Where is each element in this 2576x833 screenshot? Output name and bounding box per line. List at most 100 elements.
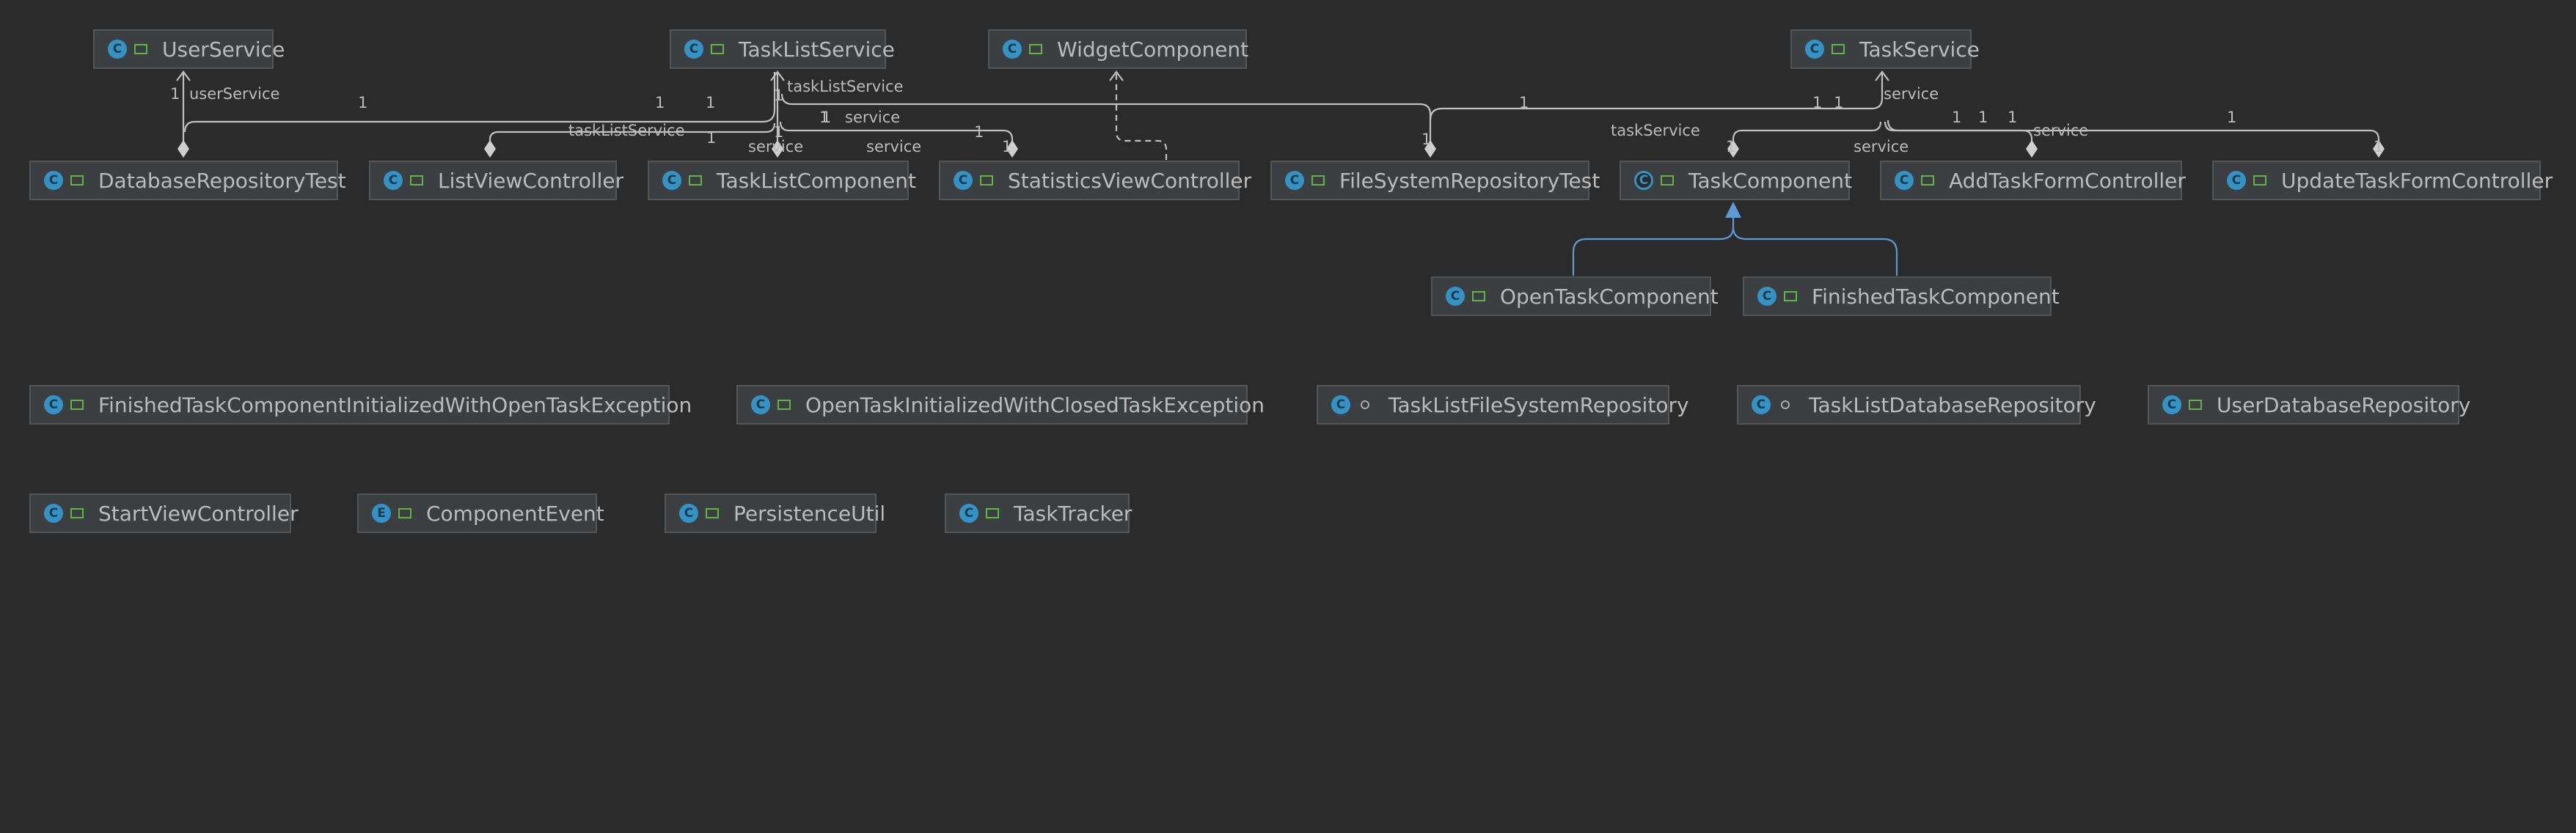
class-name: WidgetComponent [1057,37,1249,62]
edge-databaserepositorytest-tasklistservice[interactable] [183,72,776,133]
open-arrowhead[interactable] [1109,70,1124,81]
class-icon: C [1752,395,1771,414]
public-lock-icon [1832,44,1845,54]
multiplicity-label: 1 [1812,94,1823,111]
class-icon: C [1446,287,1465,306]
edge-updatetaskformcontroller-taskservice[interactable] [1887,120,2380,148]
class-name: UserService [162,37,285,62]
class-name: TaskListService [739,37,895,62]
class-node-task-list-service[interactable]: C TaskListService [670,29,895,69]
class-icon: C [108,40,127,59]
multiplicity-label: 1 [1726,138,1736,155]
package-private-icon [1361,400,1369,409]
class-node-task-list-file-system-repository[interactable]: C TaskListFileSystemRepository [1317,385,1689,425]
role-label: service [2033,122,2089,139]
public-lock-icon [706,508,719,518]
edge-finishedtaskcomponent-taskcomponent[interactable] [1732,227,1898,276]
open-arrowhead[interactable] [1875,70,1889,81]
public-lock-icon [1029,44,1042,54]
composition-diamond [1727,140,1739,158]
class-name: OpenTaskComponent [1500,284,1719,309]
multiplicity-label: 1 [1978,109,1988,126]
composition-diamond [484,140,496,158]
composition-diamond [1006,140,1018,158]
class-name: FinishedTaskComponent [1812,284,2060,309]
edge-statisticsviewcontroller-widgetcomponent[interactable] [1115,73,1168,160]
open-arrowhead[interactable] [770,70,785,81]
role-label: userService [189,85,280,103]
public-lock-icon [777,400,791,410]
class-node-finished-task-component[interactable]: C FinishedTaskComponent [1743,276,2060,316]
class-icon: C [1757,287,1777,306]
composition-diamond [1424,140,1436,158]
edge-filesystemrepositorytest-tasklistservice[interactable] [780,93,1432,148]
class-name: UpdateTaskFormController [2281,168,2553,193]
multiplicity-label: 1 [774,87,784,104]
public-lock-icon [689,175,702,186]
role-label: service [845,109,901,126]
edge-listviewcontroller-tasklistservice[interactable] [489,122,776,148]
class-icon: C [44,395,63,414]
role-label: service [1884,85,1939,103]
public-lock-icon [398,508,411,518]
class-node-user-service[interactable]: C UserService [93,29,285,69]
multiplicity-label: 1 [706,129,717,147]
multiplicity-label: 1 [774,123,784,141]
class-name: TaskListFileSystemRepository [1388,392,1689,417]
public-lock-icon [70,400,84,410]
public-lock-icon [1784,291,1797,301]
class-node-task-tracker[interactable]: C TaskTracker [945,493,1132,533]
class-name: DatabaseRepositoryTest [98,168,346,193]
public-lock-icon [70,175,84,186]
role-label: service [1854,138,1909,155]
edge-filesystemrepositorytest-taskservice[interactable] [1429,72,1884,121]
class-node-persistence-util[interactable]: C PersistenceUtil [665,493,885,533]
multiplicity-label: 1 [1421,131,1432,148]
public-lock-icon [2189,400,2202,410]
multiplicity-label: 1 [1519,94,1529,111]
public-lock-icon [134,44,147,54]
multiplicity-label: 1 [2227,109,2237,126]
edge-statisticsviewcontroller-tasklistservice[interactable] [779,121,1014,148]
edge-opentaskcomponent-taskcomponent[interactable] [1572,217,1735,276]
class-icon: C [662,171,681,190]
class-icon: C [684,40,703,59]
test-class-icon: C [44,171,63,190]
class-node-database-repository-test[interactable]: C DatabaseRepositoryTest [29,161,346,200]
class-icon: C [2162,395,2181,414]
class-icon: C [679,504,698,523]
class-name: PersistenceUtil [733,501,886,526]
class-node-open-task-component[interactable]: C OpenTaskComponent [1431,276,1719,316]
open-arrowhead[interactable] [176,70,191,81]
public-lock-icon [410,175,423,186]
role-label: taskListService [568,122,685,139]
main-class-icon: C [959,504,978,523]
class-icon: C [1331,395,1350,414]
class-name: OpenTaskInitializedWithClosedTaskExcepti… [805,392,1265,417]
class-name: TaskTracker [1014,501,1133,526]
multiplicity-label: 1 [819,109,830,126]
public-lock-icon [2253,175,2266,186]
multiplicity-label: 1 [1834,94,1844,111]
multiplicity-label: 1 [2008,109,2018,126]
edge-taskcomponent-taskservice[interactable] [1732,121,1882,148]
role-label: service [748,138,804,155]
multiplicity-label: 1 [1002,138,1012,155]
